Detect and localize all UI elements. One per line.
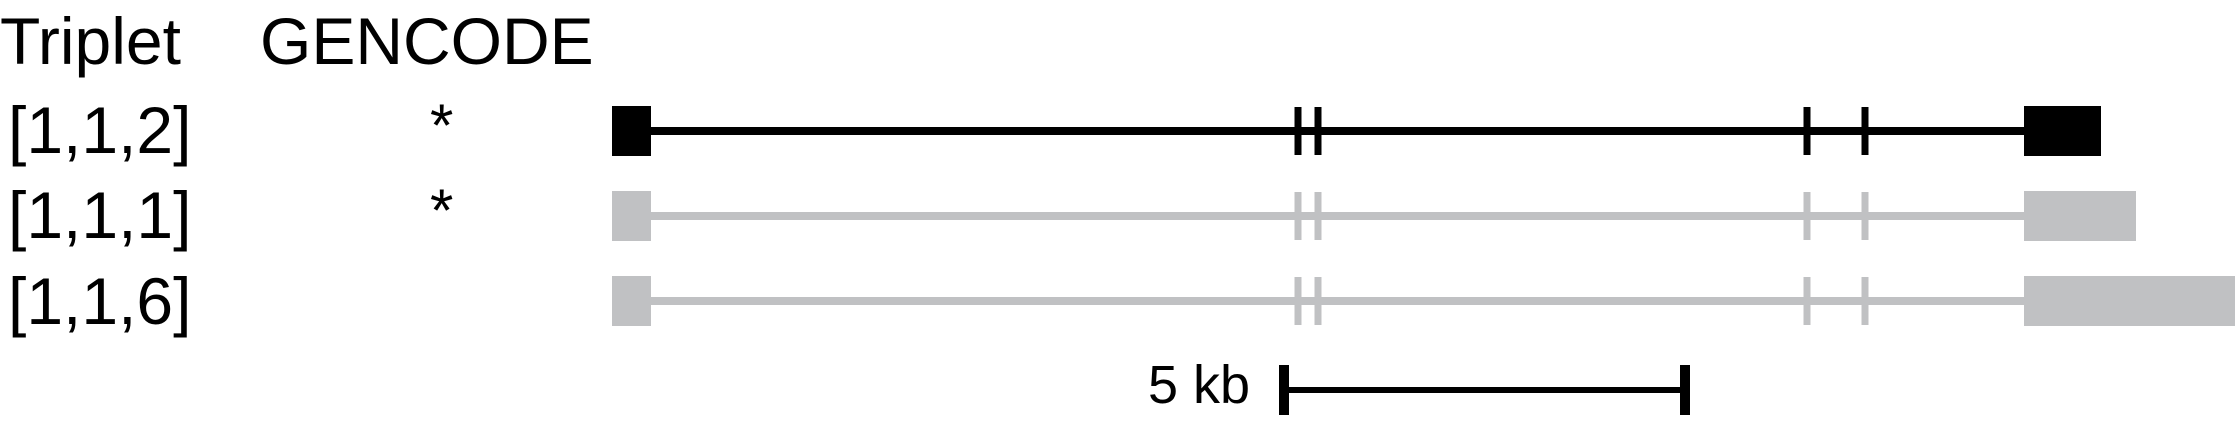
exon-last bbox=[2024, 191, 2136, 241]
exon-internal-2 bbox=[1803, 107, 1811, 155]
exon-first bbox=[612, 276, 651, 326]
exon-first bbox=[612, 191, 651, 241]
exon-internal-3 bbox=[1861, 192, 1869, 240]
exon-internal-0 bbox=[1294, 192, 1302, 240]
scale-bar-line bbox=[1279, 387, 1690, 393]
transcript-tracks bbox=[612, 106, 2235, 326]
scale-bar-label: 5 kb bbox=[1148, 355, 1251, 415]
transcript-track-1 bbox=[612, 191, 2136, 241]
header-gencode: GENCODE bbox=[260, 4, 594, 78]
exon-internal-1 bbox=[1314, 107, 1322, 155]
triplet-label-2: [1,1,6] bbox=[8, 264, 192, 338]
triplet-label-0: [1,1,2] bbox=[8, 93, 192, 167]
scale-bar bbox=[1279, 365, 1690, 415]
exon-internal-1 bbox=[1314, 277, 1322, 325]
exon-internal-3 bbox=[1861, 107, 1869, 155]
transcript-track-0 bbox=[612, 106, 2101, 156]
exon-internal-2 bbox=[1803, 277, 1811, 325]
transcript-track-2 bbox=[612, 276, 2235, 326]
exon-last bbox=[2024, 276, 2235, 326]
exon-internal-2 bbox=[1803, 192, 1811, 240]
scale-bar-left-cap bbox=[1279, 365, 1289, 415]
header-triplet: Triplet bbox=[0, 4, 181, 78]
exon-internal-0 bbox=[1294, 107, 1302, 155]
scale-bar-right-cap bbox=[1680, 365, 1690, 415]
exon-internal-1 bbox=[1314, 192, 1322, 240]
gencode-mark-1: * bbox=[430, 177, 454, 244]
exon-first bbox=[612, 106, 651, 156]
exon-internal-0 bbox=[1294, 277, 1302, 325]
gencode-mark-0: * bbox=[430, 92, 454, 159]
exon-last bbox=[2024, 106, 2101, 156]
triplet-label-1: [1,1,1] bbox=[8, 178, 192, 252]
exon-internal-3 bbox=[1861, 277, 1869, 325]
